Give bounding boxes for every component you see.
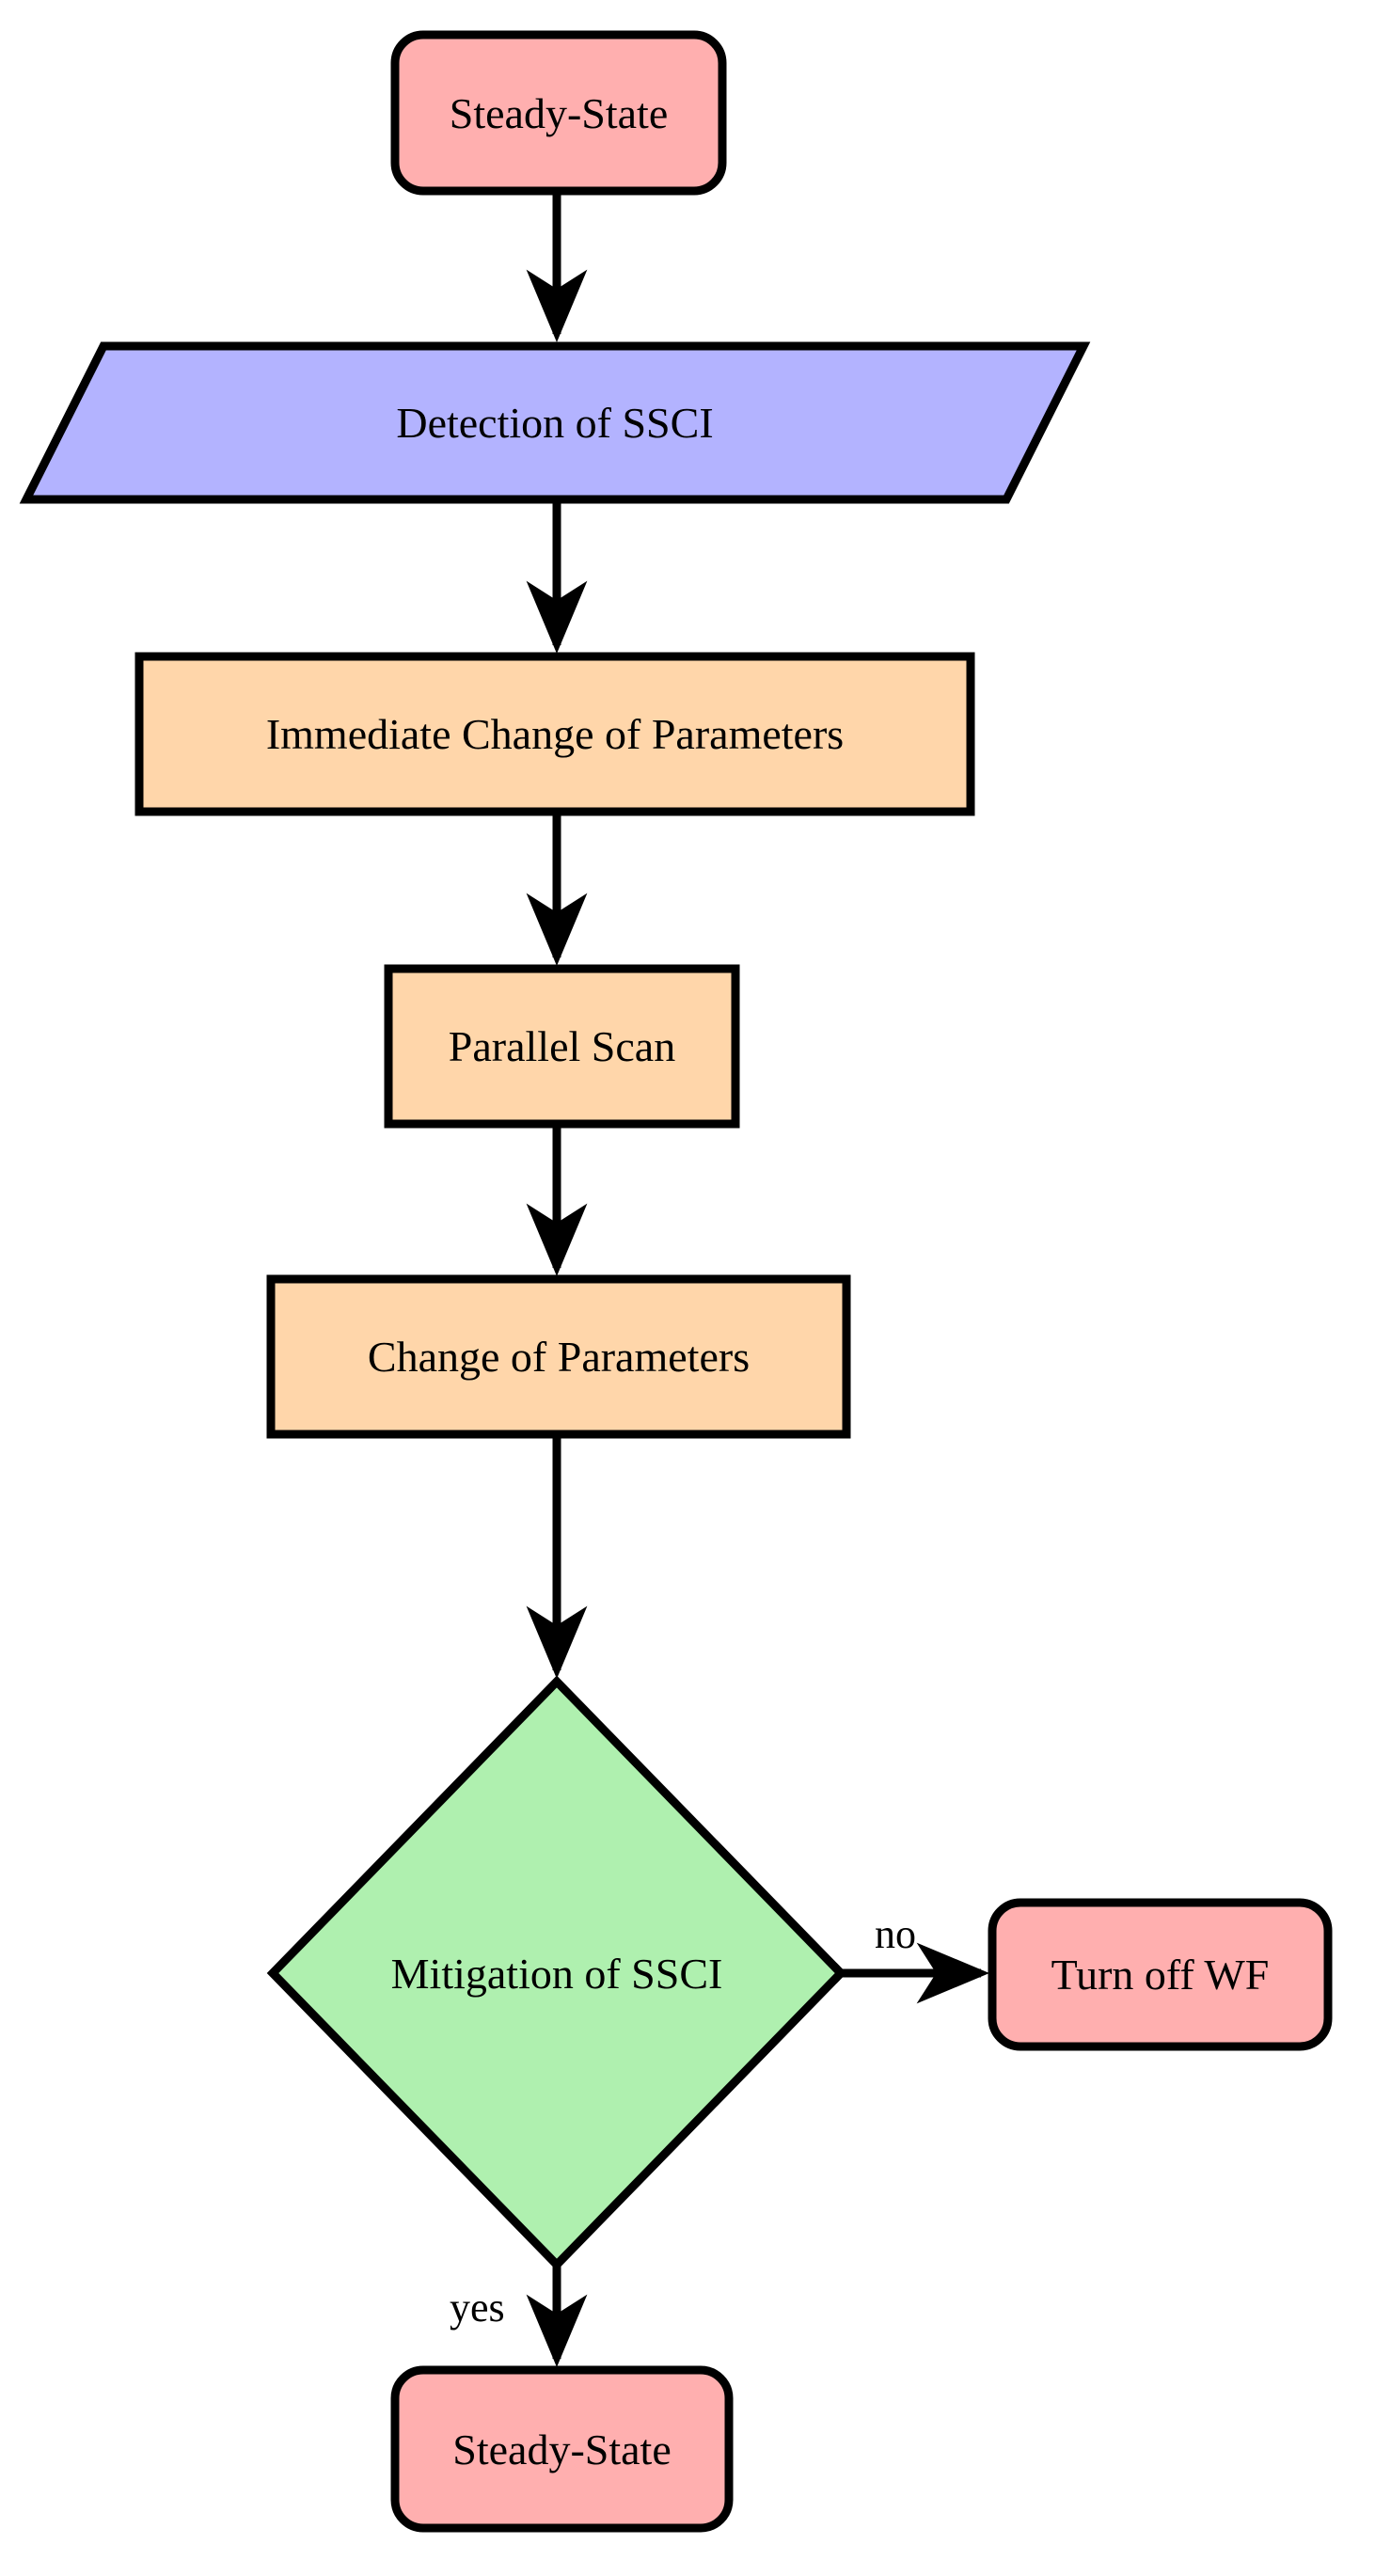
node-parallel-scan[interactable] xyxy=(384,964,740,1129)
node-change-of-parameters[interactable] xyxy=(266,1274,851,1439)
node-start-steady-state[interactable] xyxy=(390,30,727,196)
edge-label-no: no xyxy=(875,1911,916,1957)
node-turn-off-wf[interactable] xyxy=(988,1898,1333,2051)
edge-label-yes: yes xyxy=(450,2284,505,2331)
node-end-steady-state[interactable] xyxy=(390,2365,734,2533)
node-mitigation-of-ssci[interactable] xyxy=(266,1675,847,2271)
node-immediate-change-of-parameters[interactable] xyxy=(134,652,975,816)
node-detection-of-ssci[interactable] xyxy=(19,341,1091,504)
